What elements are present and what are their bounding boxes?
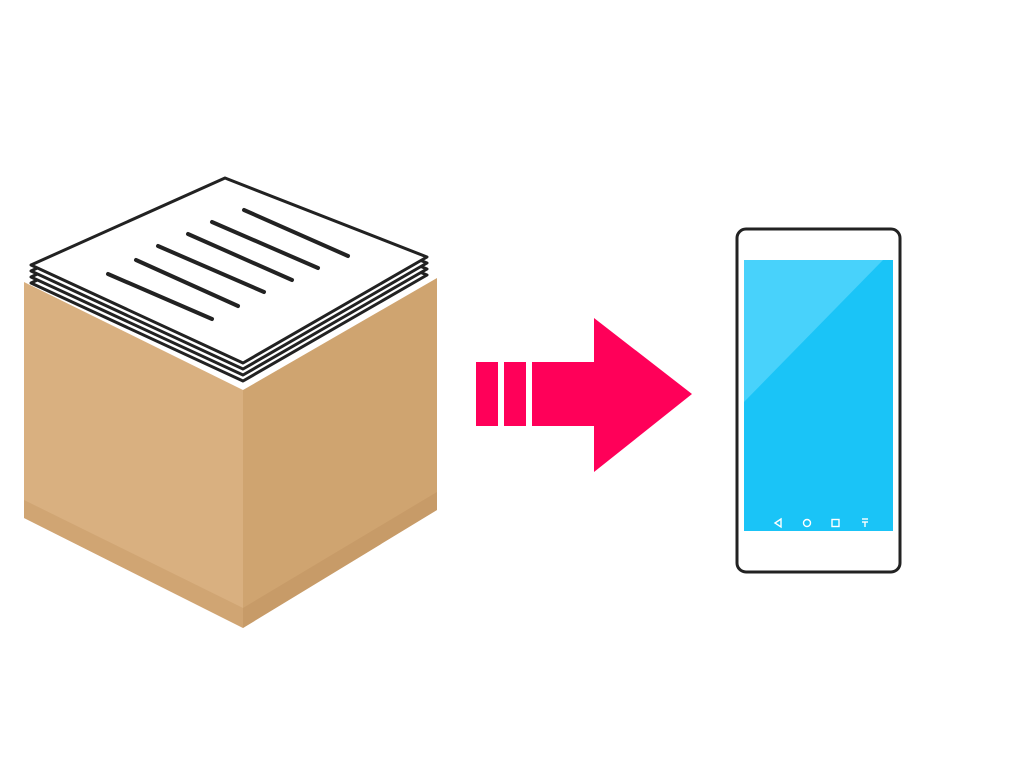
document-icon xyxy=(29,176,429,365)
arrow-dash-1 xyxy=(476,362,498,426)
box-bottom-shade-right xyxy=(243,492,437,628)
menu-icon xyxy=(862,518,868,527)
box-bottom-shade xyxy=(24,500,243,628)
box-right-face xyxy=(243,278,437,628)
recents-icon xyxy=(831,518,840,528)
phone-nav-bar xyxy=(773,517,868,529)
arrow-head xyxy=(532,318,692,472)
back-icon xyxy=(773,517,782,529)
phone-screen-highlight xyxy=(744,260,883,402)
home-icon xyxy=(802,518,812,528)
smartphone-icon xyxy=(735,227,902,574)
arrow-dash-2 xyxy=(504,362,526,426)
box-icon xyxy=(24,176,437,628)
arrow-right-icon xyxy=(476,318,692,472)
document-text-lines xyxy=(106,208,350,321)
